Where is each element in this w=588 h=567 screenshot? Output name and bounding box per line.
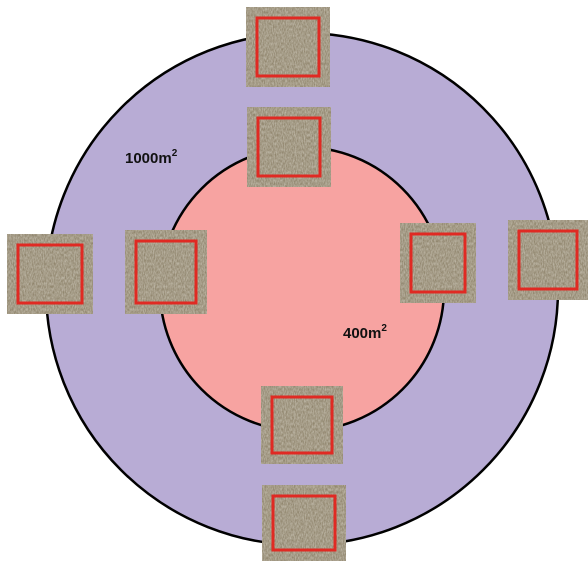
quadrat-layer bbox=[7, 7, 588, 561]
quadrat-frame bbox=[16, 243, 84, 305]
quadrat-frame bbox=[409, 232, 467, 294]
grass-texture bbox=[261, 386, 343, 464]
quadrat-frame bbox=[134, 239, 198, 305]
quadrat-outer-left bbox=[7, 234, 93, 314]
grass-texture bbox=[508, 220, 588, 300]
grass-texture bbox=[247, 107, 331, 187]
quadrat-outer-bottom bbox=[262, 485, 346, 561]
grass-texture bbox=[7, 234, 93, 314]
quadrat-inner-right bbox=[400, 223, 476, 303]
quadrat-outer-top bbox=[246, 7, 330, 87]
quadrat-frame bbox=[256, 116, 322, 178]
grass-texture bbox=[125, 230, 207, 314]
outer-area-value: 1000m bbox=[125, 150, 172, 167]
quadrat-outer-right bbox=[508, 220, 588, 300]
quadrat-frame bbox=[255, 16, 321, 78]
inner-area-label: 400m2 bbox=[343, 323, 387, 342]
quadrat-frame bbox=[271, 494, 337, 552]
quadrat-inner-bottom bbox=[261, 386, 343, 464]
quadrat-frame bbox=[270, 395, 334, 455]
outer-area-label: 1000m2 bbox=[125, 148, 178, 167]
grass-texture bbox=[246, 7, 330, 87]
quadrat-inner-left bbox=[125, 230, 207, 314]
inner-area-exponent: 2 bbox=[381, 323, 387, 334]
grass-texture bbox=[262, 485, 346, 561]
quadrat-frame bbox=[517, 229, 579, 291]
grass-texture bbox=[400, 223, 476, 303]
outer-area-exponent: 2 bbox=[171, 148, 178, 159]
quadrat-inner-top bbox=[247, 107, 331, 187]
inner-area-value: 400m bbox=[343, 325, 382, 342]
